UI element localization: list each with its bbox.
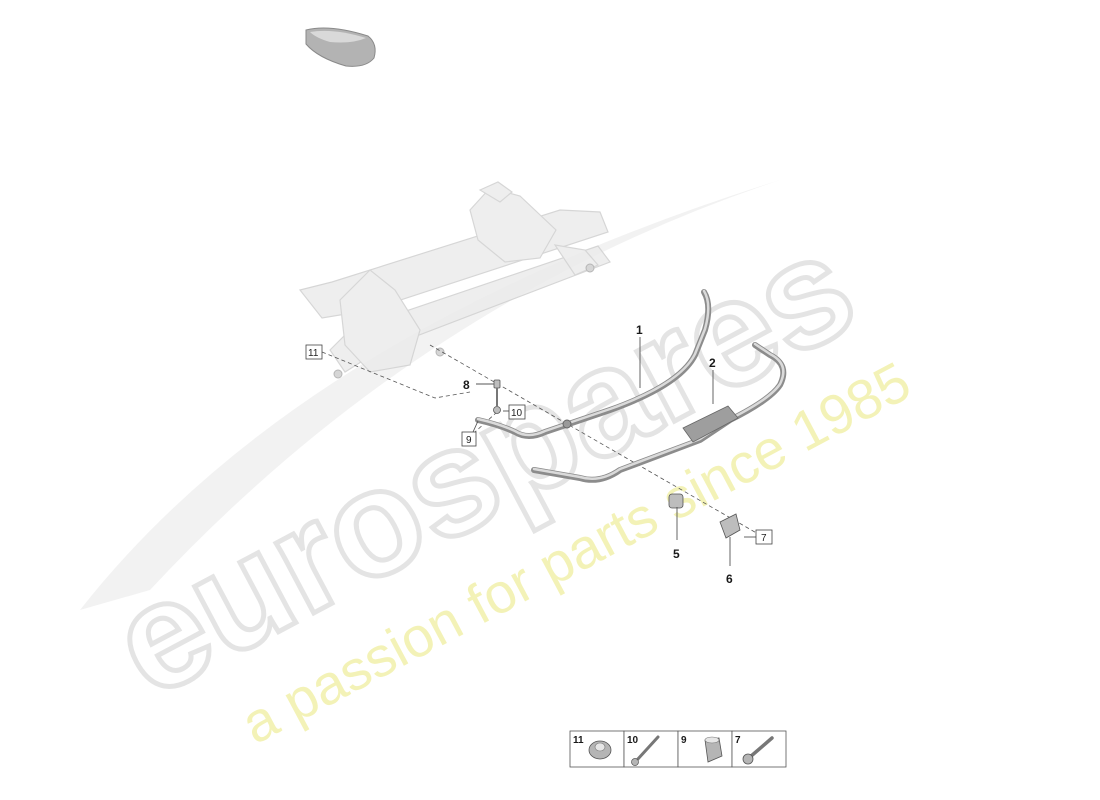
svg-text:10: 10 — [627, 735, 639, 746]
bar-2-sleeve — [682, 405, 739, 443]
boxed-ref-10: 10 — [508, 404, 526, 420]
svg-text:11: 11 — [308, 348, 319, 359]
boxed-ref-9: 9 — [461, 431, 477, 447]
callout-6: 6 — [726, 572, 733, 586]
flange-bolt-icon — [742, 736, 774, 765]
callout-2: 2 — [709, 356, 716, 370]
legend-cell-10: 10 — [623, 730, 679, 768]
leader-lines — [472, 337, 756, 566]
legend-cell-11: 11 — [569, 730, 625, 768]
callout-1: 1 — [636, 323, 643, 337]
sleeve-nut-icon — [704, 736, 723, 763]
bracket-part — [719, 513, 741, 539]
svg-text:9: 9 — [681, 735, 687, 746]
subframe-ghost — [298, 181, 611, 379]
nut-icon — [588, 740, 612, 760]
cap-part — [305, 27, 376, 67]
stabilizer-bar-2 — [531, 342, 787, 483]
bushing-part — [668, 493, 684, 509]
svg-text:10: 10 — [511, 408, 523, 419]
watermark-swoosh — [80, 180, 780, 610]
legend-cell-9: 9 — [677, 730, 733, 768]
hardware-legend: 11 10 9 7 — [569, 730, 787, 768]
bolt-icon — [631, 735, 660, 766]
callout-8: 8 — [463, 378, 470, 392]
legend-cell-7: 7 — [731, 730, 787, 768]
callout-5: 5 — [673, 547, 680, 561]
svg-text:9: 9 — [466, 435, 472, 446]
link-rod-part — [493, 379, 501, 414]
boxed-ref-11: 11 — [305, 344, 323, 360]
stabilizer-bar-1 — [475, 289, 712, 439]
svg-text:7: 7 — [761, 533, 767, 544]
boxed-ref-7: 7 — [755, 529, 773, 545]
svg-text:7: 7 — [735, 735, 741, 746]
svg-text:11: 11 — [573, 735, 584, 746]
